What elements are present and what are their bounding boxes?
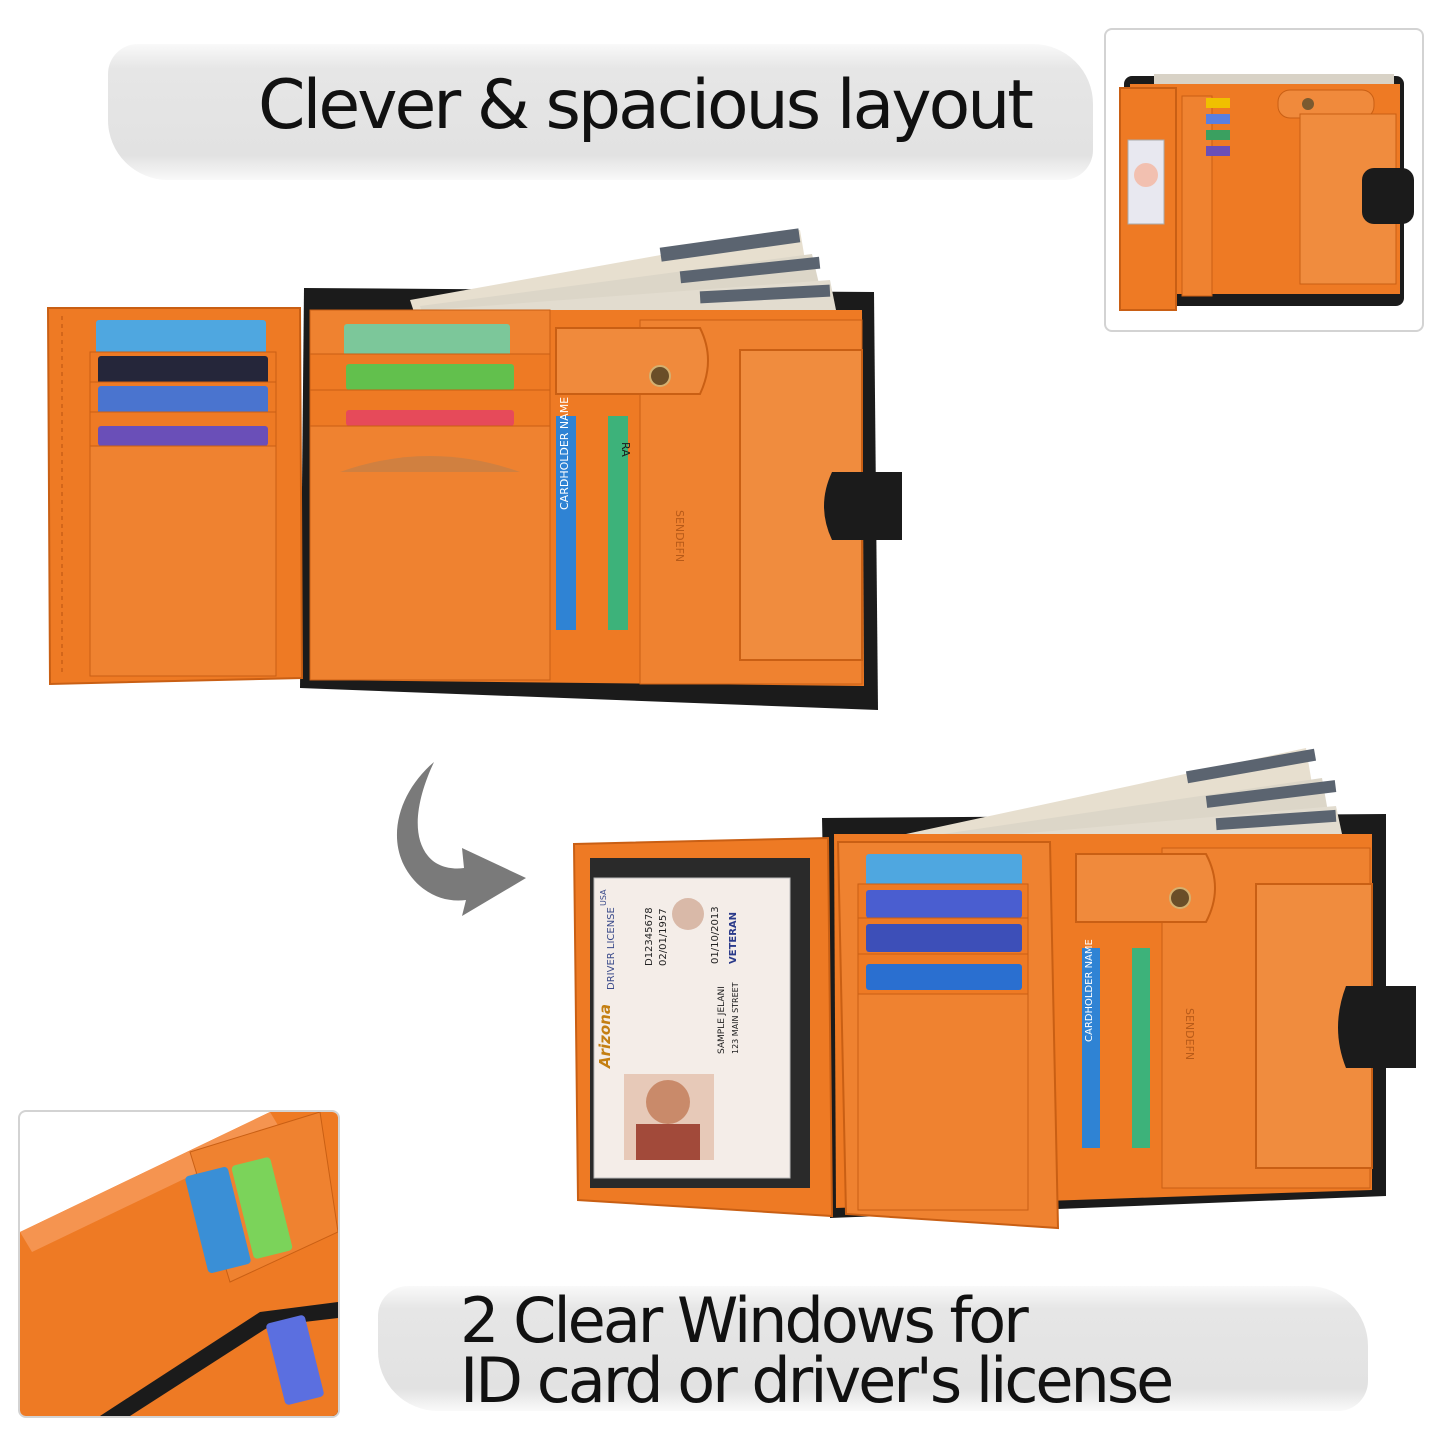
thumbnail-closed-wallet [1104, 28, 1424, 332]
bottom-heading-banner [378, 1286, 1368, 1411]
cardholder-label: CARDHOLDER NAME [558, 397, 571, 510]
top-heading-banner [108, 44, 1093, 180]
bottom-heading-line1: 2 Clear Windows for [460, 1284, 1029, 1357]
cardholder-label-bottom: CARDHOLDER NAME [1084, 939, 1095, 1042]
license-name: SAMPLE JELANI [717, 986, 727, 1054]
top-heading: Clever & spacious layout [258, 66, 1034, 145]
brand-emboss-top: SENDEFN [673, 510, 686, 562]
curved-arrow-icon [396, 762, 526, 916]
license-dob: 02/01/1957 [658, 908, 669, 966]
wallet-open-view-bottom: Arizona DRIVER LICENSE USA D12345678 02/… [572, 748, 1416, 1230]
license-exp: 01/10/2013 [710, 906, 721, 964]
license-state: Arizona [596, 1004, 614, 1069]
license-country: USA [599, 889, 608, 906]
wallet-open-view-top: CARDHOLDER NAME RA SENDEFN [46, 228, 902, 710]
thumbnail-card-slots-closeup [18, 1110, 340, 1418]
license-number: D12345678 [644, 907, 655, 966]
license-type: DRIVER LICENSE [606, 907, 617, 990]
brand-emboss-bottom: SENDEFN [1183, 1008, 1196, 1060]
bottom-heading-line2: ID card or driver's license [460, 1344, 1174, 1417]
license-address: 123 MAIN STREET [731, 982, 740, 1054]
license-veteran: VETERAN [728, 912, 739, 964]
ra-label: RA [619, 442, 632, 457]
